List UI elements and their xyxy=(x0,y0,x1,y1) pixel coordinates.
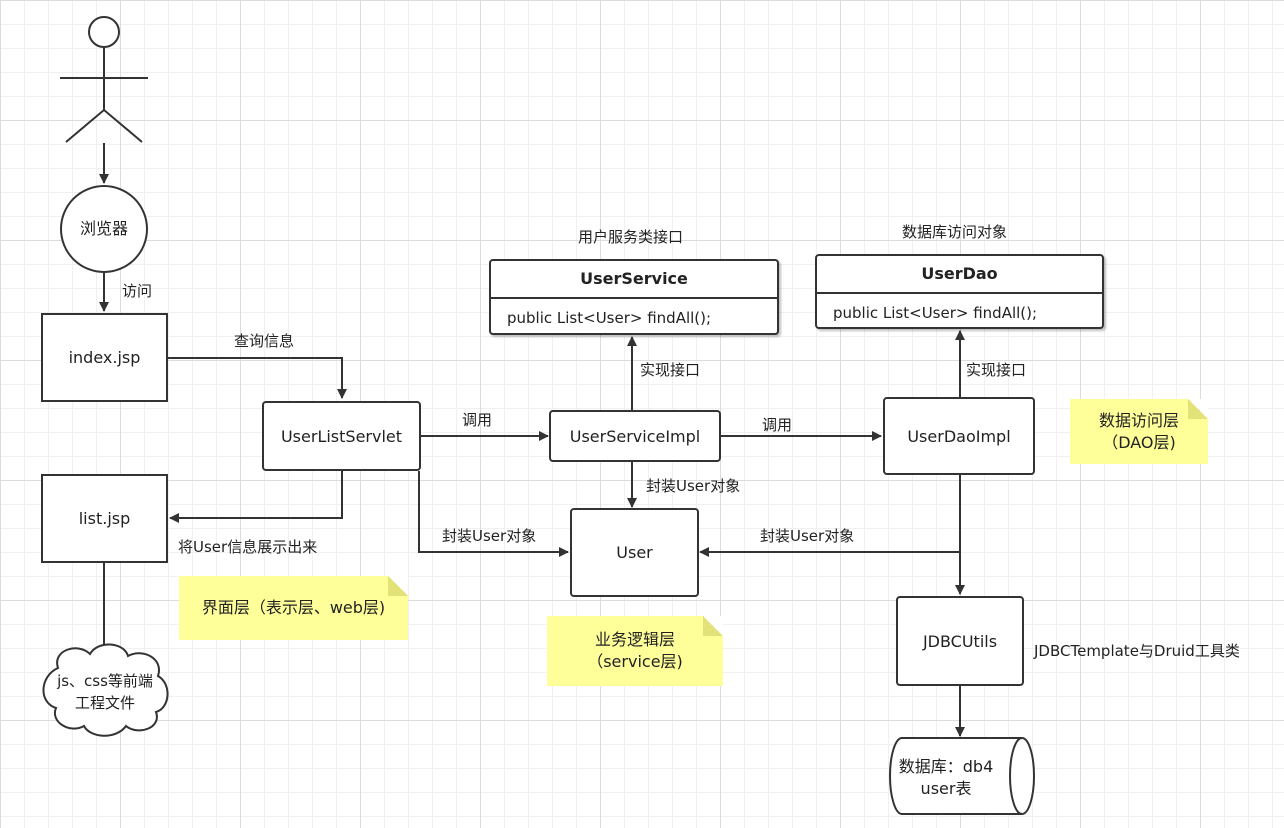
frontend-cloud-label: js、css等前端 工程文件 xyxy=(44,670,166,714)
index-jsp-label: index.jsp xyxy=(68,348,141,367)
edge-label-query: 查询信息 xyxy=(234,332,295,350)
user-service-caption: 用户服务类接口 xyxy=(578,228,684,246)
edge-label-implement-dao: 实现接口 xyxy=(966,361,1027,379)
edge-label-wrap-dao: 封装User对象 xyxy=(760,527,855,545)
user-dao-class: UserDao public List<User> findAll(); xyxy=(815,254,1104,329)
user-dao-method: public List<User> findAll(); xyxy=(833,304,1038,322)
service-layer-text-1: 业务逻辑层 xyxy=(594,630,675,649)
user-dao-impl-node: UserDaoImpl xyxy=(883,397,1035,475)
frontend-line-1: js、css等前端 xyxy=(57,672,153,690)
user-service-name: UserService xyxy=(491,261,777,299)
note-fold-icon xyxy=(703,616,723,636)
browser-circle xyxy=(60,185,148,273)
note-fold-icon xyxy=(1188,399,1208,419)
edge-label-visit: 访问 xyxy=(122,282,153,300)
user-service-class: UserService public List<User> findAll(); xyxy=(489,259,779,335)
edge-wrap-servlet xyxy=(418,471,569,557)
user-list-servlet-node: UserListServlet xyxy=(262,401,421,471)
jdbc-utils-label: JDBCUtils xyxy=(922,631,998,651)
edge-query xyxy=(168,357,347,399)
dao-layer-note: 数据访问层 （DAO层) xyxy=(1070,399,1208,464)
browser-label: 浏览器 xyxy=(79,219,128,238)
database-label: 数据库：db4 user表 xyxy=(888,756,1004,800)
user-dao-caption: 数据库访问对象 xyxy=(902,223,1008,241)
edge-label-wrap-servlet: 封装User对象 xyxy=(442,527,537,545)
user-dao-name: UserDao xyxy=(817,256,1102,294)
user-service-method: public List<User> findAll(); xyxy=(507,309,712,327)
jdbc-description: JDBCTemplate与Druid工具类 xyxy=(1034,642,1240,660)
edge-display xyxy=(169,471,343,523)
note-fold-icon xyxy=(388,576,408,596)
service-layer-text-2: （service层) xyxy=(587,652,683,671)
ui-layer-text: 界面层（表示层、web层) xyxy=(201,598,386,617)
ui-layer-note: 界面层（表示层、web层) xyxy=(179,576,408,640)
user-entity-label: User xyxy=(616,543,653,562)
database-line-1: 数据库：db4 xyxy=(898,757,994,776)
dao-layer-text-1: 数据访问层 xyxy=(1098,410,1179,430)
jdbc-utils-node: JDBCUtils xyxy=(896,596,1024,686)
user-entity-node: User xyxy=(570,508,699,597)
user-service-impl-label: UserServiceImpl xyxy=(569,426,701,446)
edge-label-invoke-service: 调用 xyxy=(462,411,493,429)
frontend-line-2: 工程文件 xyxy=(74,694,135,712)
user-list-servlet-label: UserListServlet xyxy=(280,426,403,446)
database-line-2: user表 xyxy=(920,779,972,798)
user-dao-impl-label: UserDaoImpl xyxy=(907,426,1011,446)
user-service-impl-node: UserServiceImpl xyxy=(549,410,721,462)
user-actor-icon xyxy=(60,16,148,143)
edge-label-wrap-service: 封装User对象 xyxy=(646,477,741,495)
list-jsp-node: list.jsp xyxy=(41,474,168,563)
database-cylinder xyxy=(889,737,1035,815)
list-jsp-label: list.jsp xyxy=(78,509,131,528)
edge-label-display: 将User信息展示出来 xyxy=(178,538,318,556)
edge-label-implement-service: 实现接口 xyxy=(640,361,701,379)
index-jsp-node: index.jsp xyxy=(41,313,168,402)
dao-layer-text-2: （DAO层) xyxy=(1102,432,1176,452)
frontend-cloud-shape xyxy=(42,643,169,737)
edge-label-invoke-dao: 调用 xyxy=(762,416,793,434)
service-layer-note: 业务逻辑层 （service层) xyxy=(547,616,723,686)
